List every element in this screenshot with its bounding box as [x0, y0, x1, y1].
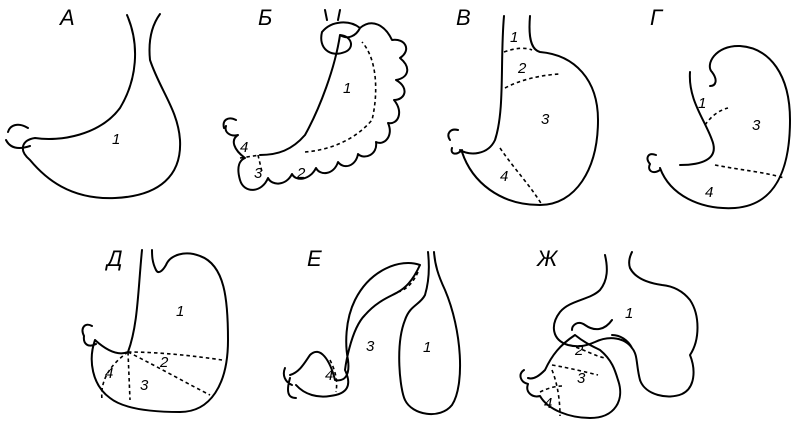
figure-zh-part-3: 3: [577, 370, 586, 387]
figure-a: А 1: [6, 5, 180, 198]
figure-g-dash-2: [715, 165, 784, 178]
figure-zh-letter: Ж: [536, 246, 559, 271]
figure-d-outline: [83, 250, 228, 412]
figure-b: Б 1 2 3 4: [224, 5, 408, 190]
figure-g-outline: [648, 46, 790, 208]
figure-b-part-3: 3: [254, 165, 263, 182]
figure-a-outline: [6, 14, 180, 198]
figure-g-part-3: 3: [752, 117, 761, 134]
figure-b-part-1: 1: [343, 80, 351, 97]
figure-zh-dash-4: [540, 386, 562, 392]
figure-v-part-1: 1: [510, 29, 518, 46]
figure-d-part-2: 2: [159, 354, 169, 371]
figure-d-dash-3: [128, 352, 130, 400]
figure-e-letter: Е: [307, 246, 322, 271]
figure-zh-part-4: 4: [544, 395, 552, 412]
figure-b-part-2: 2: [296, 165, 306, 182]
figure-a-part-1: 1: [112, 131, 120, 148]
figure-v-part-2: 2: [517, 60, 527, 77]
figure-v-part-3: 3: [541, 111, 550, 128]
figure-d: Д 1 2 3 4: [83, 246, 228, 412]
figure-e: Е 1 3 4: [284, 246, 460, 414]
figure-b-letter: Б: [258, 5, 272, 30]
figure-zh-part-1: 1: [625, 305, 633, 322]
figure-e-outline: [284, 252, 460, 414]
figure-g-letter: Г: [650, 5, 664, 30]
figure-zh-dash-2: [552, 365, 598, 375]
figure-zh-outline: [521, 252, 698, 418]
figure-e-part-1: 1: [423, 339, 431, 356]
figure-v-dash-1: [504, 48, 532, 52]
figure-g-part-4: 4: [705, 184, 713, 201]
figure-zh-part-2: 2: [574, 342, 584, 359]
figure-e-part-4: 4: [325, 367, 333, 384]
figure-d-part-4: 4: [105, 365, 113, 382]
figure-a-letter: А: [58, 5, 75, 30]
figure-b-dash-1: [305, 42, 376, 152]
figure-v-part-4: 4: [500, 168, 508, 185]
figure-b-outline: [224, 10, 408, 190]
figure-d-part-1: 1: [176, 303, 184, 320]
figure-g-dash-1: [705, 108, 728, 125]
figure-d-part-3: 3: [140, 377, 149, 394]
figure-e-part-3: 3: [366, 338, 375, 355]
figure-g-part-1: 1: [698, 95, 706, 112]
figure-b-part-4: 4: [240, 139, 248, 156]
figure-d-letter: Д: [104, 246, 123, 271]
figure-v-outline: [448, 16, 598, 205]
figure-zh: Ж 1 2 3 4: [521, 246, 698, 418]
figure-v-letter: В: [456, 5, 471, 30]
figure-v: В 1 2 3 4: [448, 5, 598, 205]
figure-g: Г 1 3 4: [648, 5, 790, 208]
figure-v-dash-2: [505, 74, 560, 88]
